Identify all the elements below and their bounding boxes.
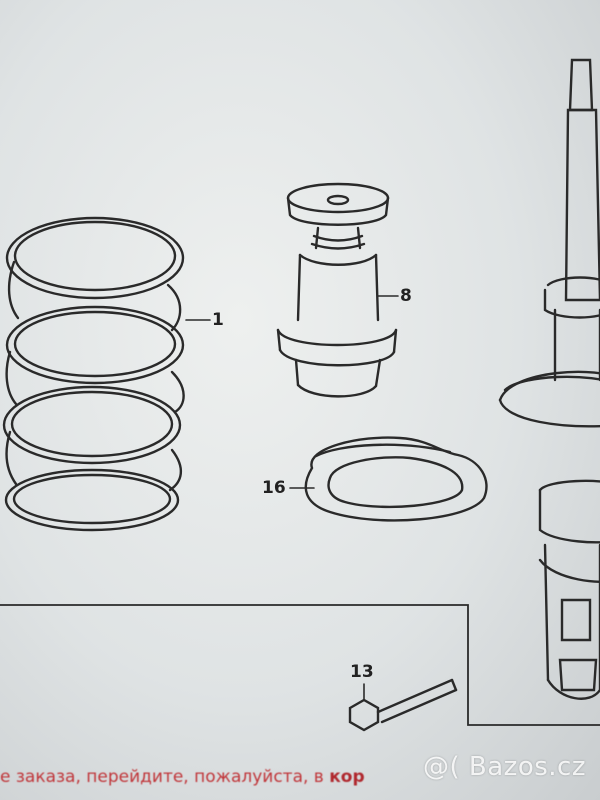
callout-spring: 1 — [212, 310, 224, 330]
footer-instruction-text: е заказа, перейдите, пожалуйста, в кор — [0, 767, 430, 797]
callout-bump-stop: 8 — [400, 286, 412, 306]
bazos-watermark: @( Bazos.cz — [423, 752, 586, 782]
callout-seat-rubber: 16 — [262, 478, 286, 498]
bump-stop-icon — [276, 182, 398, 398]
coil-spring-icon — [2, 216, 185, 532]
bolt-icon — [348, 678, 458, 732]
footer-text-link[interactable]: кор — [329, 767, 365, 787]
seat-rubber-icon — [304, 436, 488, 522]
footer-text-main: е заказа, перейдите, пожалуйста, в — [0, 767, 330, 787]
callout-bolt: 13 — [350, 662, 374, 682]
shock-absorber-icon — [498, 58, 600, 700]
